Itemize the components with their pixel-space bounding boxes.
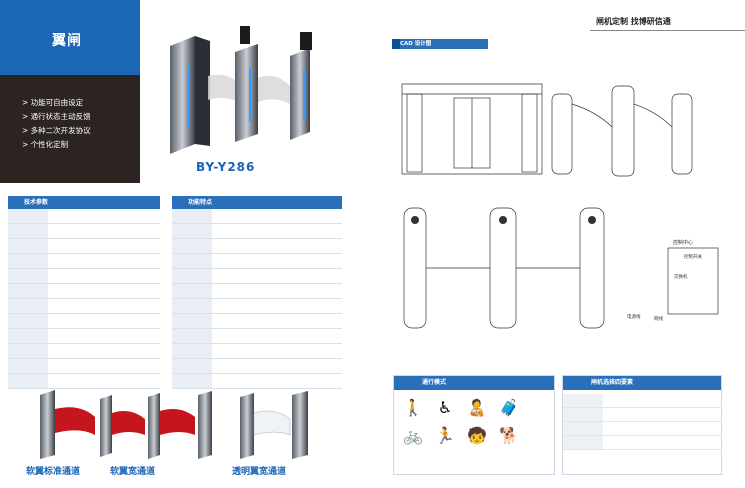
- variant-photos: [40, 390, 308, 459]
- caption-soft-standard: 软翼标准通道: [26, 467, 81, 477]
- table-row: [8, 329, 160, 344]
- selection-panel: 闸机选择四要素: [562, 375, 722, 475]
- row-key: [8, 374, 48, 388]
- table-row: [563, 408, 721, 422]
- function-header: 功能特点: [172, 196, 342, 209]
- table-row: [563, 436, 721, 450]
- table-row: [563, 394, 721, 408]
- cad-title: CAD 设计图: [400, 41, 432, 47]
- label-switch: 交换机: [674, 273, 688, 280]
- table-row: [172, 314, 342, 329]
- label-control-panel: 控制开关: [684, 253, 702, 260]
- table-row: [172, 344, 342, 359]
- table-row: [172, 269, 342, 284]
- caption-soft-wide: 软翼宽通道: [110, 467, 156, 477]
- table-row: [8, 299, 160, 314]
- table-row: [8, 269, 160, 284]
- row-key: [172, 374, 212, 388]
- row-key: [172, 314, 212, 328]
- row-key: [172, 254, 212, 268]
- row-key: [172, 329, 212, 343]
- header-rule: [590, 30, 745, 31]
- running-icon: 🏃: [435, 425, 455, 445]
- product-title: 翼闸: [52, 33, 82, 49]
- label-power: 电源线: [627, 313, 641, 320]
- table-row: [172, 239, 342, 254]
- row-key: [172, 299, 212, 313]
- table-row: [172, 224, 342, 239]
- row-key: [172, 269, 212, 283]
- row-key: [172, 284, 212, 298]
- row-key: [172, 239, 212, 253]
- label-control-center: 控制中心: [673, 239, 693, 246]
- pass-mode-header: 通行模式: [394, 376, 554, 390]
- spec-header: 技术参数: [8, 196, 160, 209]
- right-header: 闸机定制 找博研信通: [590, 14, 730, 30]
- row-key: [172, 359, 212, 373]
- dog-icon: 🐕: [499, 425, 519, 445]
- table-row: [8, 284, 160, 299]
- table-row: [8, 239, 160, 254]
- cad-badge: [392, 39, 400, 49]
- row-key: [172, 209, 212, 223]
- feature-item: > 通行状态主动反馈: [22, 112, 91, 121]
- row-key: [172, 344, 212, 358]
- cad-plan: 控制中心 控制开关 交换机 电源线 网线: [403, 207, 719, 329]
- table-row: [8, 344, 160, 359]
- row-key: [563, 394, 603, 407]
- title-block: 翼闸: [0, 0, 140, 75]
- table-row: [8, 314, 160, 329]
- table-row: [8, 209, 160, 224]
- wheelchair-icon: ♿: [437, 397, 453, 417]
- row-key: [563, 422, 603, 435]
- row-key: [8, 224, 48, 238]
- luggage-icon: 🧳: [499, 397, 519, 417]
- caption-transparent-wide: 透明翼宽通道: [232, 467, 287, 477]
- label-network: 网线: [654, 315, 663, 322]
- row-key: [8, 344, 48, 358]
- table-row: [172, 284, 342, 299]
- table-row: [8, 254, 160, 269]
- row-key: [8, 359, 48, 373]
- table-row: [172, 299, 342, 314]
- row-key: [563, 436, 603, 449]
- table-row: [172, 209, 342, 224]
- table-row: [8, 224, 160, 239]
- pass-mode-panel: 通行模式 🚶 ♿ 🧑‍🍼 🧳 🚲 🏃 🧒 🐕: [393, 375, 555, 475]
- function-table: 功能特点: [172, 196, 342, 389]
- table-row: [172, 359, 342, 374]
- feature-item: > 个性化定制: [22, 140, 69, 149]
- feature-item: > 多种二次开发协议: [22, 126, 91, 135]
- row-key: [8, 254, 48, 268]
- cad-section-tag: CAD 设计图: [392, 39, 488, 49]
- table-row: [172, 254, 342, 269]
- row-key: [8, 329, 48, 343]
- row-key: [8, 239, 48, 253]
- product-hero-image: [170, 26, 312, 154]
- child-icon: 🧒: [467, 425, 487, 445]
- table-row: [172, 374, 342, 389]
- row-key: [8, 269, 48, 283]
- table-row: [172, 329, 342, 344]
- row-key: [8, 299, 48, 313]
- model-number: BY-Y286: [196, 160, 256, 174]
- feature-block: > 功能可自由设定 > 通行状态主动反馈 > 多种二次开发协议 > 个性化定制: [0, 75, 140, 183]
- row-key: [8, 314, 48, 328]
- row-key: [172, 224, 212, 238]
- row-key: [563, 408, 603, 421]
- spec-table: 技术参数: [8, 196, 160, 389]
- selection-header: 闸机选择四要素: [563, 376, 721, 390]
- table-row: [8, 359, 160, 374]
- feature-item: > 功能可自由设定: [22, 98, 84, 107]
- pedestrian-icon: 🚶: [403, 397, 423, 417]
- bicycle-icon: 🚲: [403, 425, 423, 445]
- table-row: [563, 422, 721, 436]
- table-row: [8, 374, 160, 389]
- row-key: [8, 284, 48, 298]
- cad-elevation: [401, 83, 693, 177]
- row-key: [8, 209, 48, 223]
- stroller-icon: 🧑‍🍼: [467, 397, 487, 417]
